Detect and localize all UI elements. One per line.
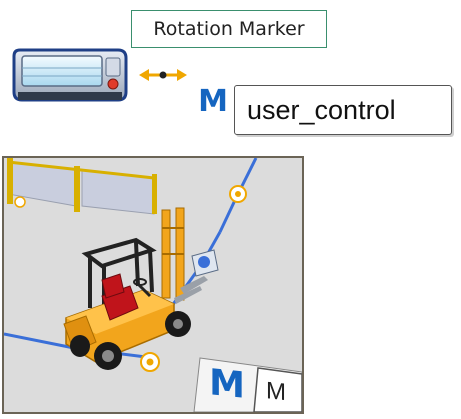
marker-m-icon: M (198, 83, 228, 119)
scene-marker-text: M (266, 377, 286, 407)
safety-fence (7, 158, 157, 215)
target-marker-icon[interactable] (229, 185, 247, 203)
agv-vehicle-icon (8, 46, 130, 106)
rotation-marker-label: Rotation Marker (131, 10, 327, 48)
forklift-3d[interactable] (63, 207, 208, 370)
scene-marker-m-icon: M (209, 361, 245, 407)
scene-marker-label (193, 357, 302, 412)
warehouse-3d-view[interactable]: M M (2, 156, 304, 414)
double-arrow-icon (137, 66, 189, 84)
target-marker-icon[interactable] (140, 352, 160, 372)
agv-vehicle-3d[interactable] (191, 249, 219, 277)
target-marker-icon[interactable] (14, 196, 26, 208)
user-control-label: user_control (234, 85, 452, 135)
